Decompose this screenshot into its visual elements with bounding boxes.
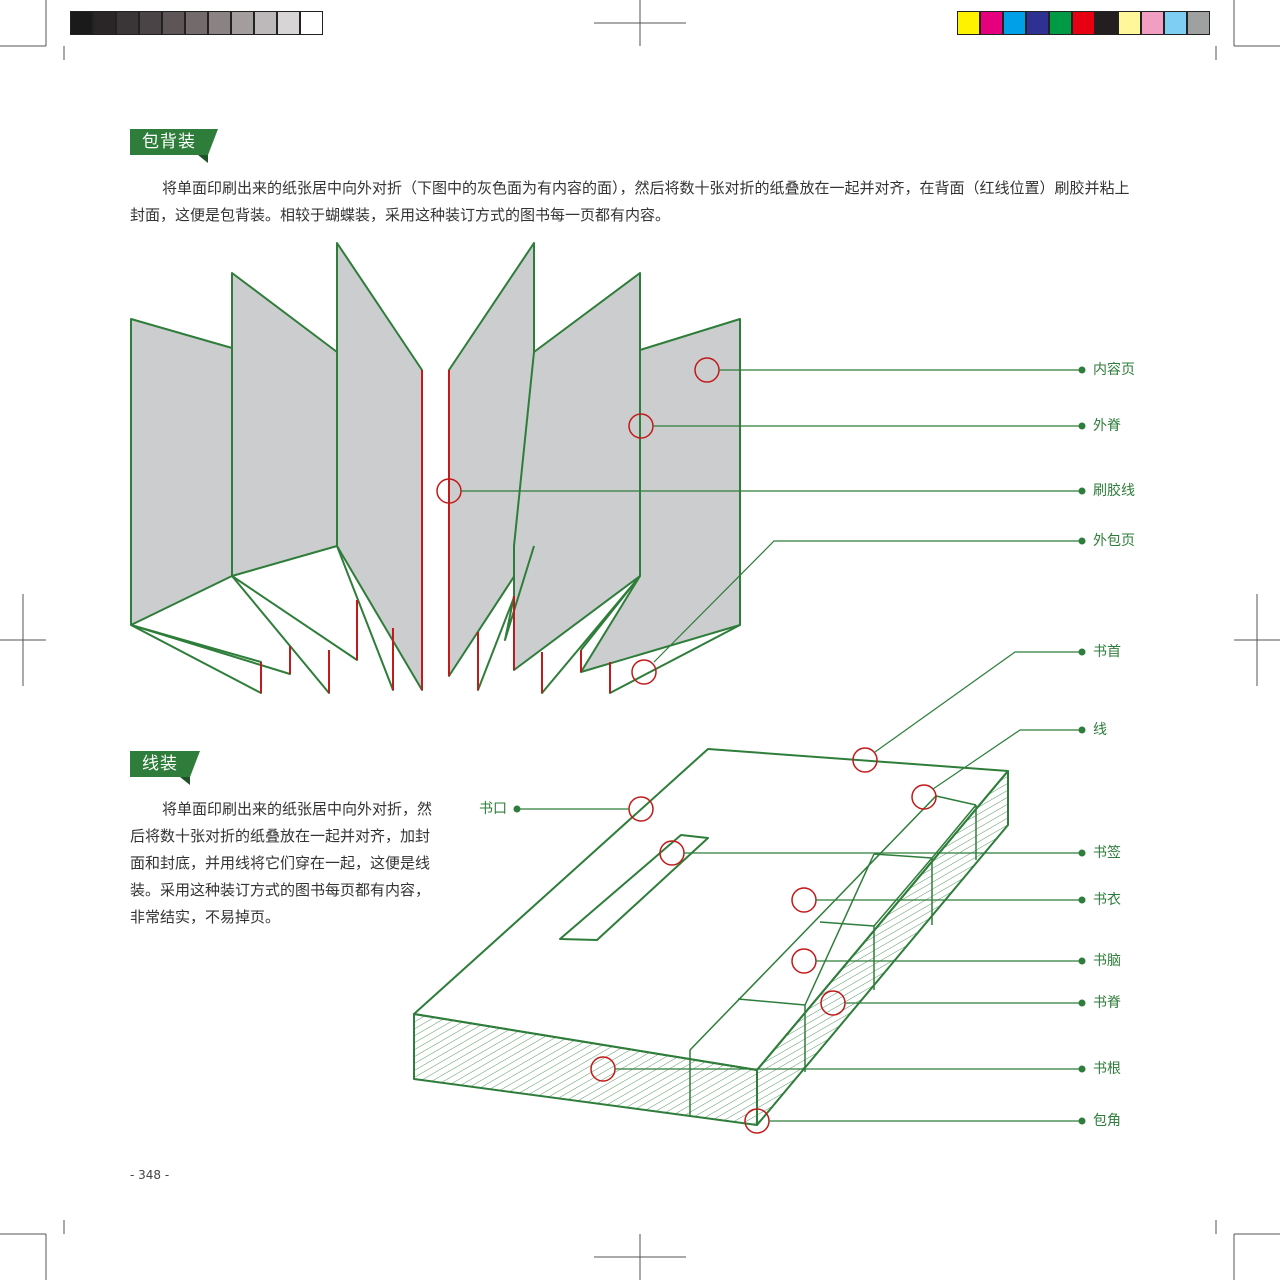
label-shu-qian: 书签 [1093,845,1121,861]
colorbar-swatch [1003,11,1026,35]
label-shu-gen: 书根 [1093,1061,1121,1077]
label-shu-kou: 书口 [479,801,507,817]
page-number: - 348 - [130,1168,170,1182]
colorbar-swatch [1095,11,1118,35]
graybar-swatch [300,11,323,35]
label-shu-shou: 书首 [1093,644,1121,660]
colorbar-swatch [980,11,1003,35]
colorbar-swatch [1187,11,1210,35]
label-shua-jiao-xian: 刷胶线 [1093,483,1135,499]
graybar-swatch [93,11,116,35]
graybar-swatch [254,11,277,35]
graybar-swatch [70,11,93,35]
colorbar-swatch [1049,11,1072,35]
label-shu-ji: 书脊 [1093,995,1121,1011]
colorbar-swatch [1072,11,1095,35]
label-wai-ji: 外脊 [1093,418,1121,434]
colorbar-swatch [957,11,980,35]
section-title-xian-zhuang: 线装 [130,751,200,785]
graybar-swatch [277,11,300,35]
label-wai-bao-ye: 外包页 [1093,533,1135,549]
label-xian: 线 [1093,722,1107,738]
graybar-swatch [162,11,185,35]
colorbar-swatch [1118,11,1141,35]
label-shu-nao: 书脑 [1093,953,1121,969]
colorbar-swatch [1164,11,1187,35]
label-nei-rong-ye: 内容页 [1093,362,1135,378]
label-bao-jiao: 包角 [1093,1113,1121,1129]
graybar-swatch [116,11,139,35]
section2-paragraph: 将单面印刷出来的纸张居中向外对折，然后将数十张对折的纸叠放在一起并对齐，加封面和… [130,800,433,926]
section1-paragraph: 将单面印刷出来的纸张居中向外对折（下图中的灰色面为有内容的面），然后将数十张对折… [130,179,1130,224]
label-shu-yi: 书衣 [1093,892,1121,908]
graybar-swatch [139,11,162,35]
colorbar-swatch [1026,11,1049,35]
colorbar-swatch [1141,11,1164,35]
graybar-swatch [231,11,254,35]
graybar-swatch [185,11,208,35]
graybar-swatch [208,11,231,35]
section-title-bao-bei-zhuang: 包背装 [130,129,218,163]
